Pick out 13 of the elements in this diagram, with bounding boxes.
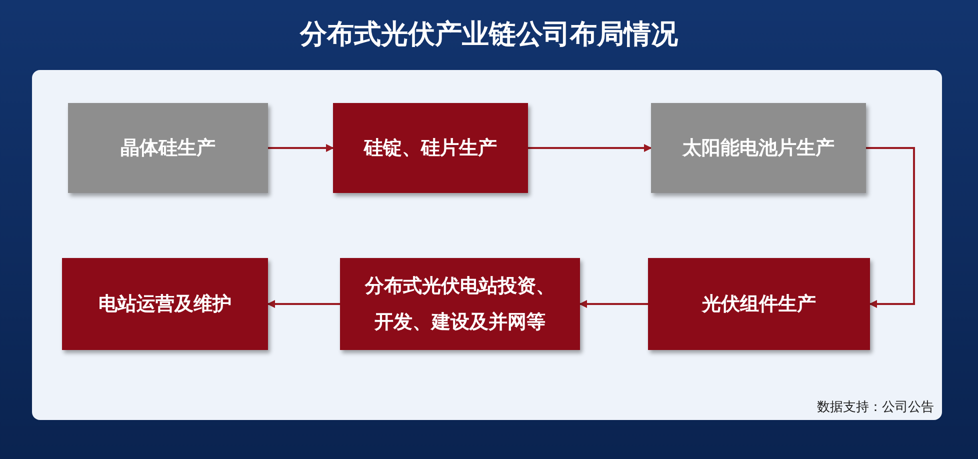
- source-note: 数据支持：公司公告: [817, 399, 934, 416]
- arrow: [528, 144, 652, 152]
- title: 分布式光伏产业链公司布局情况: [298, 18, 679, 52]
- arrow: [268, 144, 334, 152]
- process-box: 硅锭、硅片生产: [333, 103, 528, 193]
- process-box: 电站运营及维护: [62, 258, 268, 350]
- process-box: 分布式光伏电站投资、开发、建设及并网等: [340, 258, 580, 350]
- arrow: [866, 147, 915, 308]
- arrow: [579, 300, 648, 308]
- process-box: 太阳能电池片生产: [651, 103, 866, 193]
- process-box: 光伏组件生产: [648, 258, 870, 350]
- process-box: 晶体硅生产: [68, 103, 268, 193]
- arrow: [267, 300, 340, 308]
